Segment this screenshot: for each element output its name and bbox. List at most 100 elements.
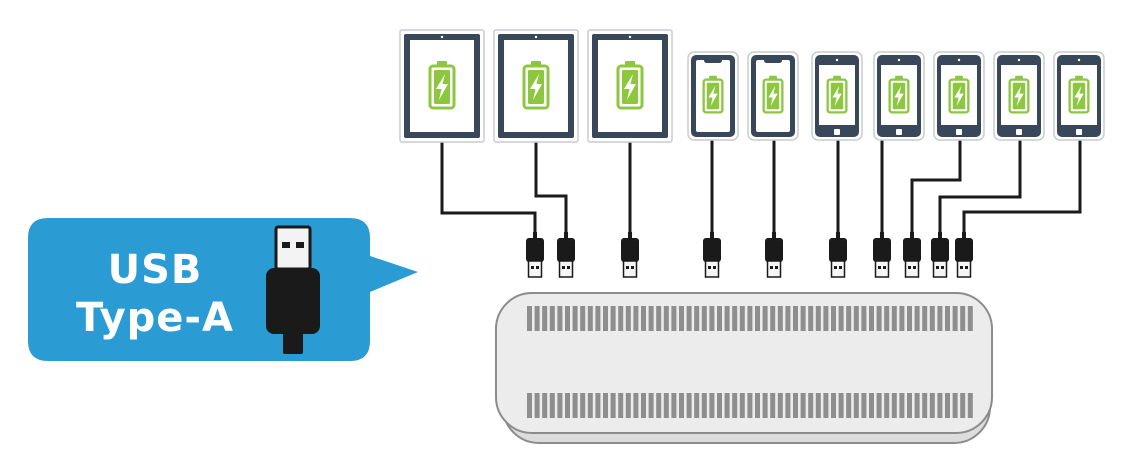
device-phone-home-button [1053, 51, 1105, 141]
hub-vent-slot [967, 306, 973, 331]
hub-vent-slot [694, 393, 700, 418]
hub-vent-slot [724, 393, 730, 418]
callout-label-type-a: Type-A [76, 295, 234, 341]
hub-vent-slot [625, 393, 631, 418]
device-phone-home-button [993, 51, 1045, 141]
hub-vent-slot [899, 306, 905, 331]
hub-vent-slot [732, 306, 738, 331]
hub-vent-slot [899, 393, 905, 418]
hub-vent-slot [572, 393, 578, 418]
battery-charging-icon [888, 75, 910, 114]
hub-vent-slot [929, 393, 935, 418]
hub-vent-slot [694, 306, 700, 331]
hub-vent-slot [648, 306, 654, 331]
hub-vent-slot [633, 393, 639, 418]
battery-charging-icon [1068, 75, 1090, 114]
hub-vent-row-top [527, 306, 973, 331]
hub-vent-slot [747, 306, 753, 331]
hub-vent-slot [914, 306, 920, 331]
hub-vent-slot [580, 306, 586, 331]
battery-charging-icon [522, 61, 550, 110]
hub-vent-slot [625, 306, 631, 331]
usb-a-plug [955, 232, 973, 278]
hub-vent-slot [952, 393, 958, 418]
hub-vent-slot [534, 393, 540, 418]
hub-vent-slot [527, 393, 532, 418]
usb-a-plug [557, 232, 575, 278]
hub-vent-slot [777, 306, 783, 331]
usb-a-plug [765, 232, 783, 278]
hub-vent-slot [777, 393, 783, 418]
hub-vent-slot [709, 393, 715, 418]
hub-vent-slot [527, 306, 532, 331]
usb-type-a-callout [28, 218, 418, 361]
hub-vent-slot [831, 306, 836, 331]
callout-label-usb: USB [107, 247, 203, 293]
hub-vent-slot [717, 393, 722, 418]
hub-vent-slot [587, 393, 593, 418]
hub-vent-slot [831, 393, 836, 418]
device-phone-home-button [933, 51, 985, 141]
battery-charging-icon [428, 61, 456, 110]
hub-vent-slot [618, 393, 624, 418]
hub-vent-slot [785, 306, 791, 331]
hub-vent-slot [595, 306, 601, 331]
hub-vent-slot [542, 393, 548, 418]
hub-vent-slot [922, 393, 928, 418]
hub-vent-slot [800, 393, 806, 418]
hub-vent-slot [815, 306, 821, 331]
hub-vent-slot [542, 306, 548, 331]
usb-a-plug [526, 232, 544, 278]
hub-vent-slot [732, 393, 738, 418]
hub-vent-slot [587, 306, 593, 331]
hub-vent-slot [701, 393, 707, 418]
hub-vent-slot [838, 393, 844, 418]
usb-a-plug [703, 232, 721, 278]
hub-vent-slot [679, 306, 684, 331]
usb-plugs [526, 232, 973, 278]
device-phone-home-button [873, 51, 925, 141]
hub-vent-slot [967, 393, 973, 418]
hub-vent-slot [770, 393, 776, 418]
hub-vent-slot [770, 306, 776, 331]
hub-vent-slot [663, 393, 669, 418]
hub-vent-slot [945, 393, 950, 418]
hub-vent-slot [671, 393, 677, 418]
usb-a-plug [621, 232, 639, 278]
hub-vent-slot [724, 306, 730, 331]
cable [440, 142, 537, 240]
hub-vent-slot [800, 306, 806, 331]
hub-vent-slot [755, 306, 760, 331]
hub-vent-slot [656, 393, 662, 418]
hub-vent-slot [853, 306, 859, 331]
hub-vent-slot [846, 393, 852, 418]
usb-a-plug [873, 232, 891, 278]
device-tablet-large [399, 29, 485, 143]
usb-a-plug [903, 232, 921, 278]
hub-vent-slot [869, 393, 874, 418]
hub-vent-slot [656, 306, 662, 331]
hub-vent-slot [717, 306, 722, 331]
hub-vent-slot [960, 393, 966, 418]
cable [910, 140, 962, 240]
hub-vent-slot [557, 306, 563, 331]
device-tablet-large [587, 29, 673, 143]
hub-vent-slot [876, 393, 882, 418]
hub-vent-slot [671, 306, 677, 331]
battery-charging-icon [616, 61, 644, 110]
cable [938, 140, 1022, 240]
callout-label: USB Type-A [40, 246, 270, 342]
hub-vent-slot [793, 393, 798, 418]
hub-vent-slot [884, 393, 890, 418]
hub-vent-slot [603, 393, 608, 418]
devices [399, 29, 1105, 143]
cables [440, 140, 1082, 240]
battery-charging-icon [1008, 75, 1030, 114]
hub-vent-slot [762, 306, 768, 331]
hub-vent-slot [815, 393, 821, 418]
hub-vent-slot [663, 306, 669, 331]
hub-vent-slot [960, 306, 966, 331]
hub-vent-slot [853, 393, 859, 418]
hub-vent-slot [876, 306, 882, 331]
